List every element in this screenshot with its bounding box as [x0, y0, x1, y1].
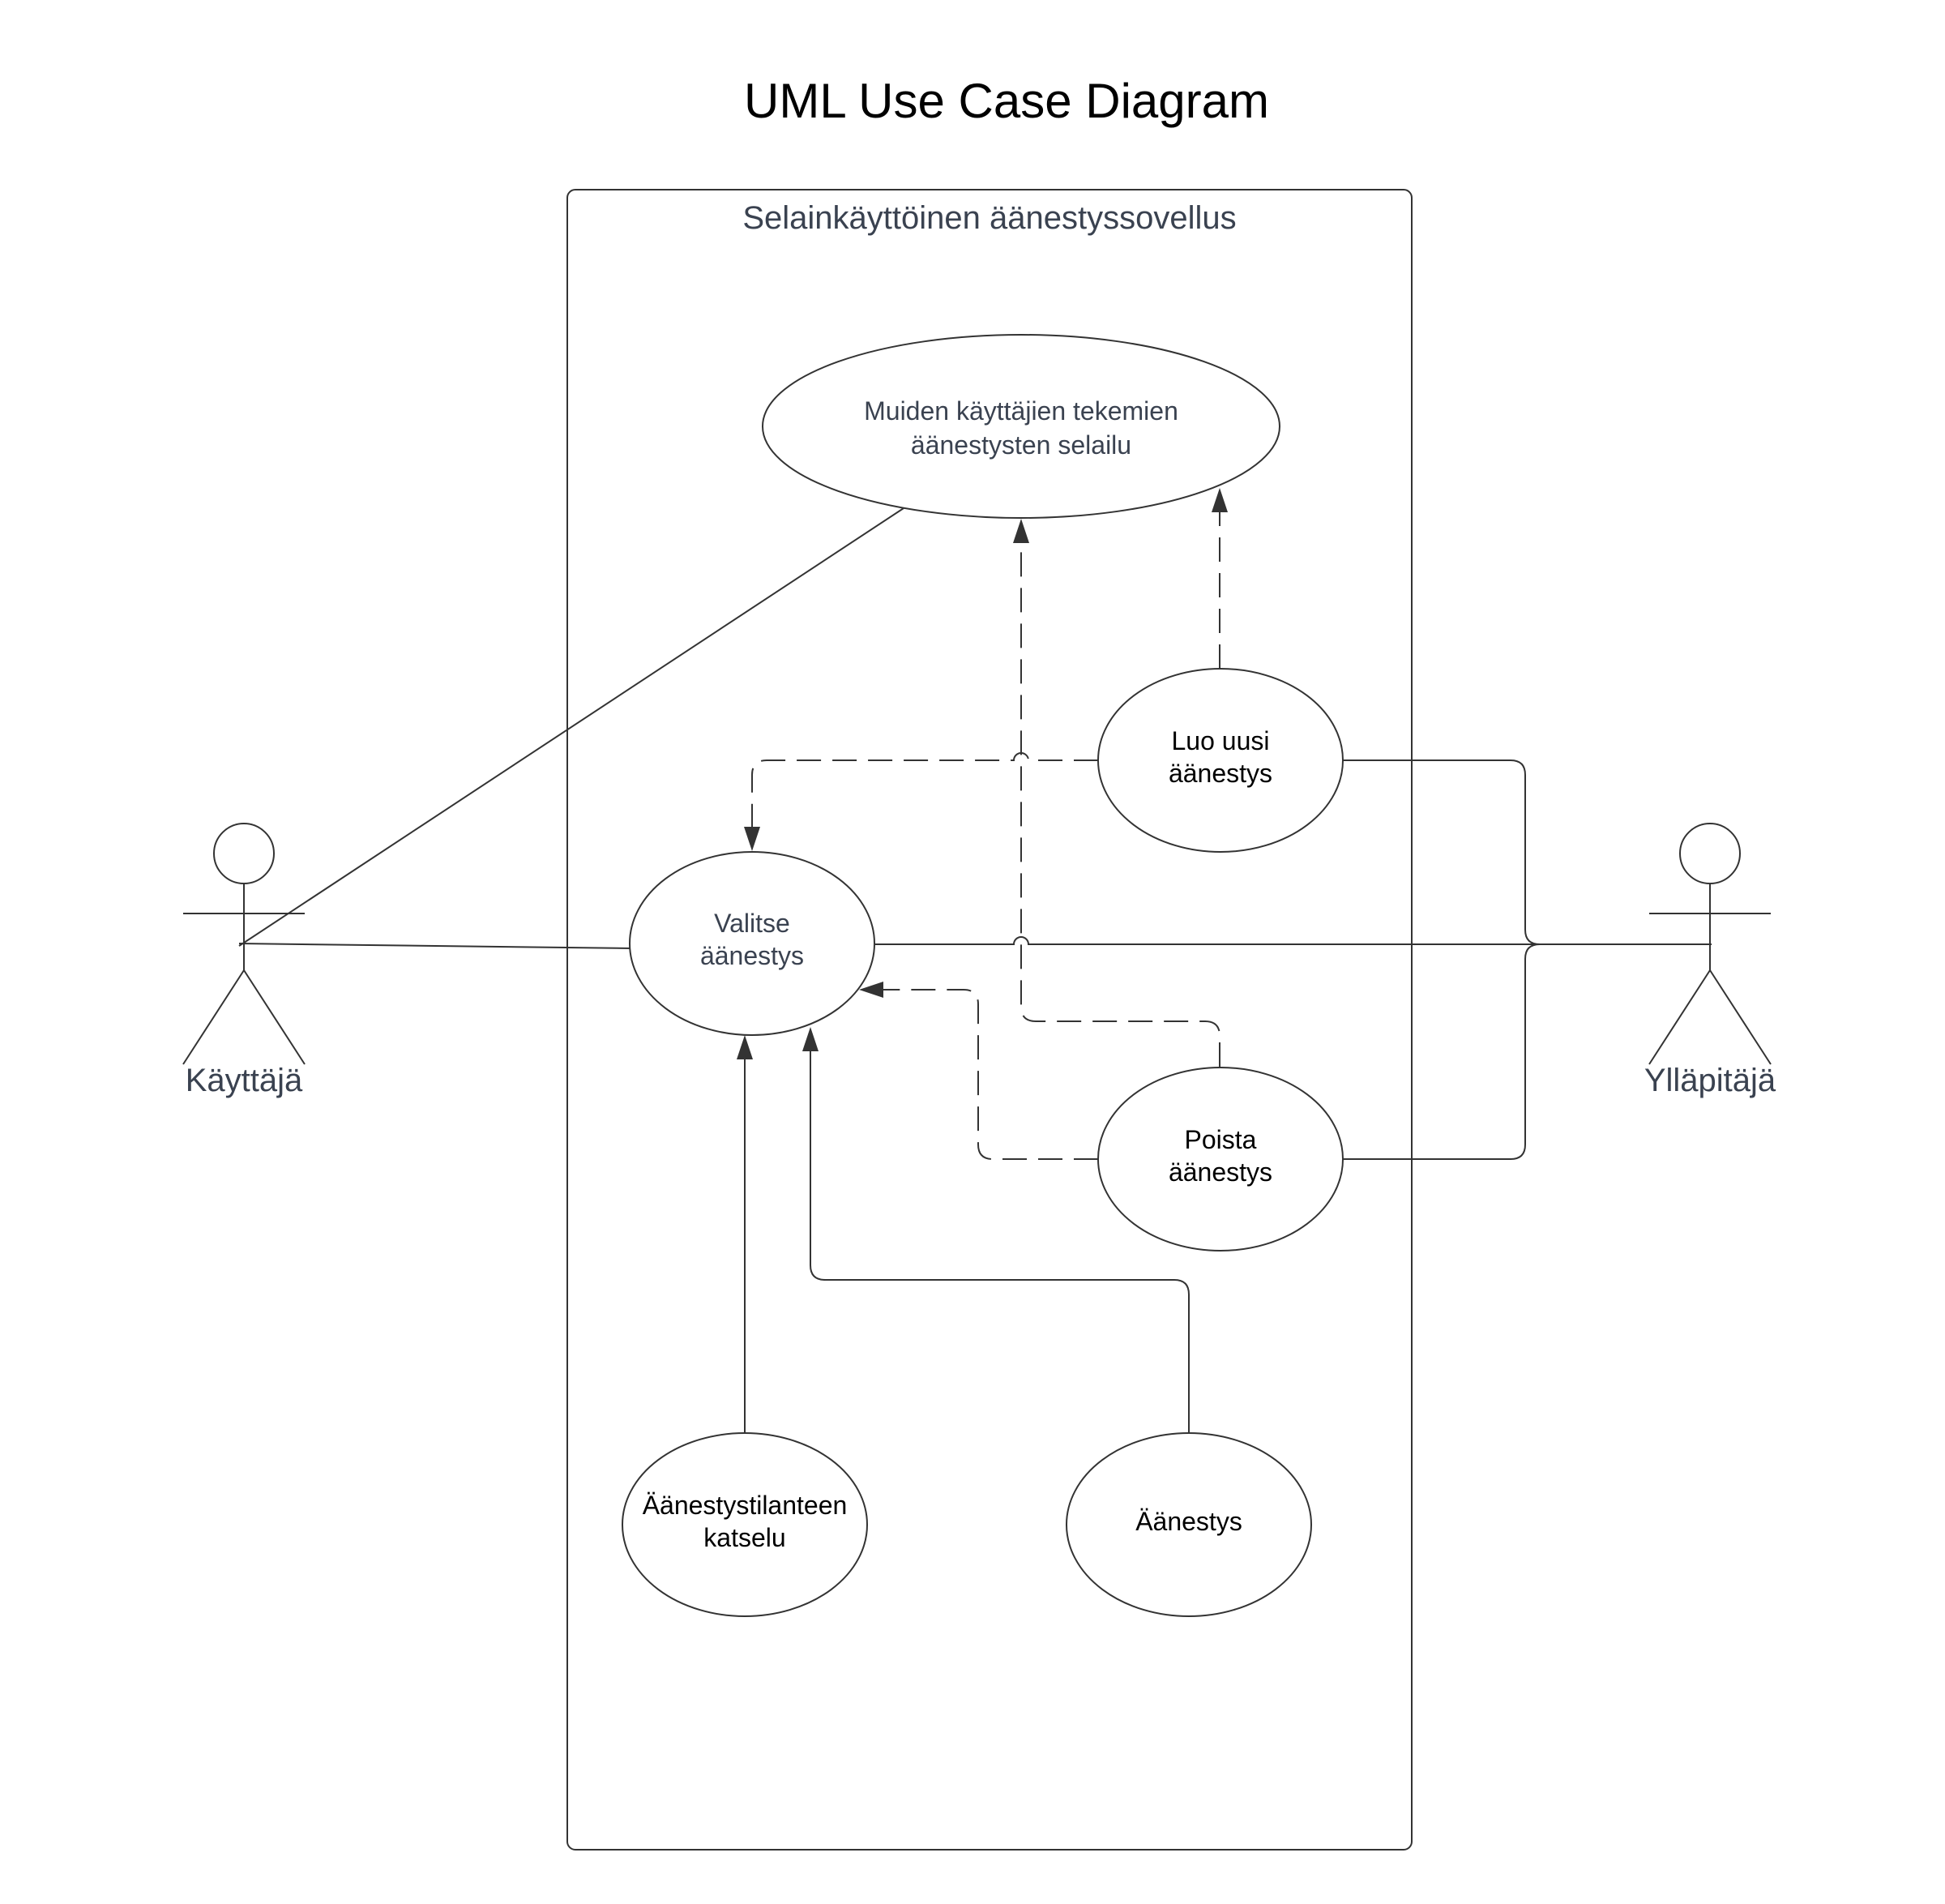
use-case-select-line2: äänestys	[700, 941, 804, 970]
use-case-view-status-line2: katselu	[703, 1523, 785, 1552]
arrowhead-delete-select	[859, 982, 883, 998]
generalization-vote-select	[810, 1050, 1190, 1433]
actor-user-head	[213, 823, 275, 884]
use-case-vote-label: Äänestys	[1135, 1507, 1242, 1536]
association-create-admin	[1343, 759, 1541, 945]
use-case-delete-line2: äänestys	[1169, 1157, 1272, 1187]
association-select-admin	[875, 936, 1712, 945]
use-case-create-line1: Luo uusi	[1172, 726, 1270, 755]
association-delete-admin	[1343, 943, 1541, 1160]
actor-admin-label: Ylläpitäjä	[1644, 1063, 1776, 1098]
use-case-view-status-line1: Äänestystilanteen	[643, 1491, 848, 1520]
use-case-view-status[interactable]: Äänestystilanteen katselu	[622, 1432, 868, 1617]
dependency-create-select	[751, 752, 1098, 827]
dependency-delete-browse	[1020, 543, 1220, 1067]
arrowhead-vote-select	[802, 1027, 819, 1051]
use-case-select-line1: Valitse	[714, 909, 790, 938]
diagram-title: UML Use Case Diagram	[744, 74, 1269, 128]
use-case-create[interactable]: Luo uusi äänestys	[1097, 668, 1344, 853]
arrowhead-create-browse	[1212, 488, 1228, 512]
system-boundary	[566, 189, 1413, 1851]
actor-user[interactable]: Käyttäjä	[182, 823, 306, 1098]
use-case-vote[interactable]: Äänestys	[1066, 1432, 1312, 1617]
use-case-delete-line1: Poista	[1185, 1125, 1257, 1154]
actor-admin-head	[1679, 823, 1741, 884]
actor-user-label: Käyttäjä	[186, 1063, 303, 1098]
association-user-select	[238, 943, 633, 949]
arrowhead-create-select	[744, 827, 760, 851]
dependency-delete-select	[883, 989, 1098, 1160]
arrowhead-delete-browse	[1013, 519, 1029, 543]
use-case-create-line2: äänestys	[1169, 759, 1272, 788]
use-case-select[interactable]: Valitse äänestys	[629, 851, 875, 1036]
use-case-browse-line1: Muiden käyttäjien tekemien	[864, 396, 1178, 426]
use-case-delete[interactable]: Poista äänestys	[1097, 1067, 1344, 1252]
association-user-browse	[238, 507, 904, 947]
system-boundary-label: Selainkäyttöinen äänestyssovellus	[742, 200, 1236, 236]
use-case-browse-line2: äänestysten selailu	[911, 430, 1131, 460]
actor-admin[interactable]: Ylläpitäjä	[1644, 823, 1776, 1098]
use-case-browse[interactable]: Muiden käyttäjien tekemien äänestysten s…	[762, 334, 1280, 519]
arrowhead-viewstatus-select	[737, 1035, 753, 1059]
